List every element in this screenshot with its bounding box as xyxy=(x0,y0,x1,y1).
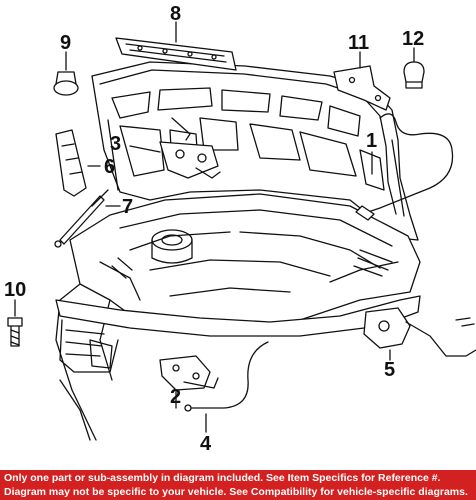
callout-9: 9 xyxy=(60,32,72,54)
callout-4: 4 xyxy=(200,433,212,455)
callout-12: 12 xyxy=(402,28,425,50)
callout-10: 10 xyxy=(4,279,27,301)
hood-parts-diagram xyxy=(7,21,476,441)
disclaimer-banner: Only one part or sub-assembly in diagram… xyxy=(0,470,476,500)
part-5-safety-catch xyxy=(363,307,476,361)
callout-5: 5 xyxy=(384,359,396,381)
callout-1: 1 xyxy=(366,130,378,152)
part-1-release-cable xyxy=(355,113,454,221)
engine-bay xyxy=(55,193,421,441)
disclaimer-line-2: Diagram may not be specific to your vehi… xyxy=(4,486,468,498)
callout-2: 2 xyxy=(170,386,182,408)
part-10-bolt xyxy=(7,299,23,347)
part-9-bulb xyxy=(53,51,79,96)
part-2-hood-latch xyxy=(159,355,219,409)
part-3-latch-assembly xyxy=(129,117,221,179)
part-6-bracket xyxy=(55,129,101,197)
callout-8: 8 xyxy=(170,3,182,25)
disclaimer-line-1: Only one part or sub-assembly in diagram… xyxy=(4,472,441,484)
part-7-strut xyxy=(54,189,121,248)
callout-7: 7 xyxy=(122,196,134,218)
part-4-cable xyxy=(184,341,269,433)
part-12-lamp-bulb xyxy=(403,47,425,89)
callout-11: 11 xyxy=(348,32,370,54)
part-8-seal-strip xyxy=(115,21,237,71)
part-11-bracket xyxy=(333,51,391,111)
callout-6: 6 xyxy=(104,156,116,178)
front-bumper xyxy=(55,295,421,441)
hood-panel xyxy=(91,61,419,241)
callout-3: 3 xyxy=(110,133,122,155)
